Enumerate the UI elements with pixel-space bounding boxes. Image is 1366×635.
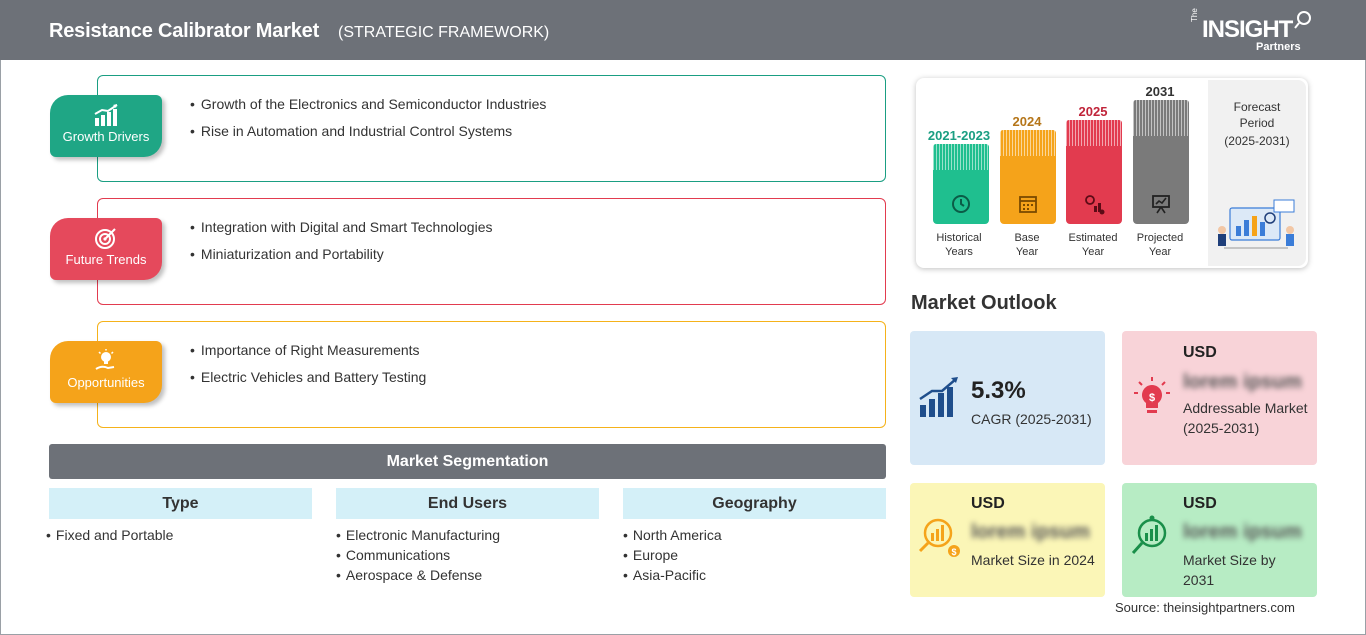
cagr-value: 5.3%	[971, 377, 1026, 404]
cagr-tile: 5.3% CAGR (2025-2031)	[910, 331, 1105, 465]
cagr-label: CAGR (2025-2031)	[971, 411, 1092, 427]
size2031-usd: USD	[1183, 495, 1217, 512]
segment-head-geography: Geography	[623, 488, 886, 519]
growth-drivers-badge: Growth Drivers	[50, 95, 162, 157]
svg-text:$: $	[951, 547, 956, 557]
segment-type: Type Fixed and Portable	[49, 488, 312, 547]
future-trend-item: Miniaturization and Portability	[190, 246, 492, 262]
lightbulb-hand-icon	[95, 349, 115, 370]
bar-projected	[1133, 100, 1189, 224]
bar-estimated	[1066, 120, 1122, 224]
future-trends-list: Integration with Digital and Smart Techn…	[190, 219, 493, 273]
segment-end-users: End Users Electronic Manufacturing Commu…	[336, 488, 599, 587]
year-projected: 2031	[1145, 84, 1175, 99]
segment-geography: Geography North America Europe Asia-Paci…	[623, 488, 886, 587]
market-growth-magnifier-icon	[1131, 515, 1167, 555]
market-segmentation-bar: Market Segmentation	[49, 444, 886, 479]
market-size-2024-tile: $ USD lorem ipsum Market Size in 2024	[910, 483, 1105, 597]
logo-insight: INSIGHT	[1202, 16, 1293, 43]
logo-the: The	[1190, 8, 1199, 22]
growth-driver-item: Growth of the Electronics and Semiconduc…	[190, 96, 547, 112]
logo-magnifier-icon	[1294, 11, 1311, 29]
addressable-label: Addressable Market (2025-2031)	[1183, 400, 1308, 436]
segment-item: Asia-Pacific	[623, 567, 886, 583]
addressable-value: lorem ipsum	[1183, 371, 1302, 393]
size2024-value: lorem ipsum	[971, 521, 1090, 543]
page-title: Resistance Calibrator Market	[49, 20, 320, 42]
insight-partners-logo[interactable]: The INSIGHT Partners	[1190, 8, 1320, 54]
growth-driver-item: Rise in Automation and Industrial Contro…	[190, 123, 546, 139]
year-base: 2024	[1012, 114, 1042, 129]
bar-historical	[933, 144, 989, 224]
opportunities-badge: Opportunities	[50, 341, 162, 403]
growth-drivers-list: Growth of the Electronics and Semiconduc…	[190, 96, 547, 150]
growth-drivers-label: Growth Drivers	[62, 129, 150, 144]
header-bar: Resistance Calibrator Market (STRATEGIC …	[0, 0, 1366, 60]
opportunities-label: Opportunities	[67, 375, 145, 390]
growth-chart-icon	[94, 104, 118, 126]
market-size-2031-tile: USD lorem ipsum Market Size by 2031	[1122, 483, 1317, 597]
segment-item: North America	[623, 527, 886, 543]
segment-item: Fixed and Portable	[46, 527, 312, 543]
year-estimated: 2025	[1078, 104, 1108, 119]
page-subtitle: (STRATEGIC FRAMEWORK)	[338, 24, 550, 41]
future-trends-label: Future Trends	[65, 252, 147, 267]
future-trends-card: Integration with Digital and Smart Techn…	[97, 198, 886, 305]
segment-item: Europe	[623, 547, 886, 563]
year-historical: 2021-2023	[927, 128, 991, 143]
opportunity-item: Electric Vehicles and Battery Testing	[190, 369, 426, 385]
idea-dollar-icon: $	[1134, 377, 1170, 413]
opportunities-list: Importance of Right Measurements Electri…	[190, 342, 426, 396]
market-outlook-title: Market Outlook	[911, 292, 1057, 314]
addressable-usd: USD	[1183, 344, 1217, 361]
segment-head-type: Type	[49, 488, 312, 519]
opportunity-item: Importance of Right Measurements	[190, 342, 426, 358]
future-trends-badge: Future Trends	[50, 218, 162, 280]
size2031-value: lorem ipsum	[1183, 521, 1302, 543]
segment-item: Electronic Manufacturing	[336, 527, 599, 543]
bar-base	[1000, 130, 1056, 224]
money-analysis-icon: $	[918, 518, 960, 557]
logo-partners: Partners	[1256, 41, 1301, 53]
presentation-icon	[1152, 195, 1170, 214]
size2031-label: Market Size by 2031	[1183, 552, 1276, 588]
growth-bars-icon	[919, 377, 958, 417]
segment-item: Aerospace & Defense	[336, 567, 599, 583]
size2024-usd: USD	[971, 495, 1005, 512]
addressable-market-tile: $ USD lorem ipsum Addressable Market (20…	[1122, 331, 1317, 465]
analysts-dashboard-illustration	[1218, 199, 1295, 249]
segment-item: Communications	[336, 547, 599, 563]
calendar-icon	[1019, 196, 1037, 213]
history-icon	[952, 195, 970, 213]
size2024-label: Market Size in 2024	[971, 552, 1095, 568]
source-link[interactable]: Source: theinsightpartners.com	[1115, 600, 1295, 615]
target-icon	[95, 228, 116, 249]
growth-drivers-card: Growth of the Electronics and Semiconduc…	[97, 75, 886, 182]
gears-chart-icon	[1085, 195, 1105, 215]
opportunities-card: Importance of Right Measurements Electri…	[97, 321, 886, 428]
svg-text:$: $	[1149, 392, 1155, 404]
segment-head-end-users: End Users	[336, 488, 599, 519]
future-trend-item: Integration with Digital and Smart Techn…	[190, 219, 493, 235]
